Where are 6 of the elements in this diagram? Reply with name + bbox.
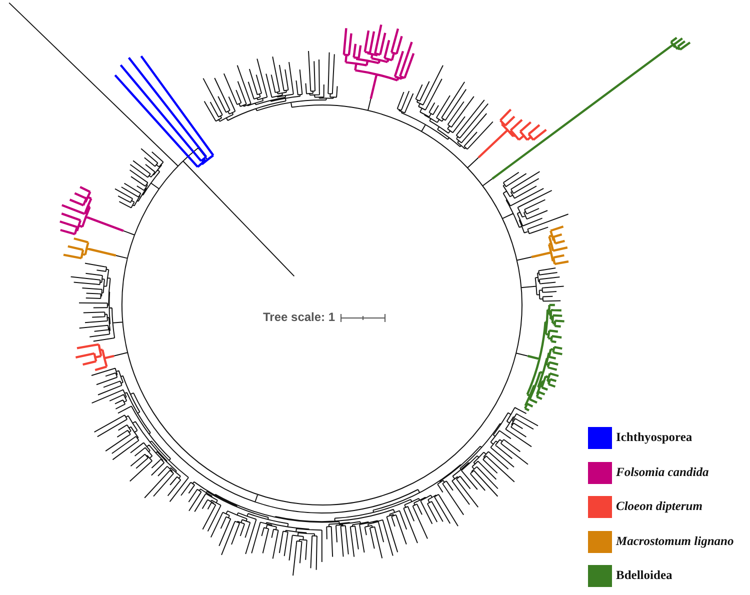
legend-label: Ichthyosporea xyxy=(616,430,692,445)
legend-label: Bdelloidea xyxy=(616,568,672,583)
legend-label: Folsomia candida xyxy=(616,464,709,480)
tree-scale-label: Tree scale: 1 xyxy=(263,310,336,324)
legend-label: Cloeon dipterum xyxy=(616,499,702,514)
legend-label: Macrostomum lignano xyxy=(616,534,734,548)
